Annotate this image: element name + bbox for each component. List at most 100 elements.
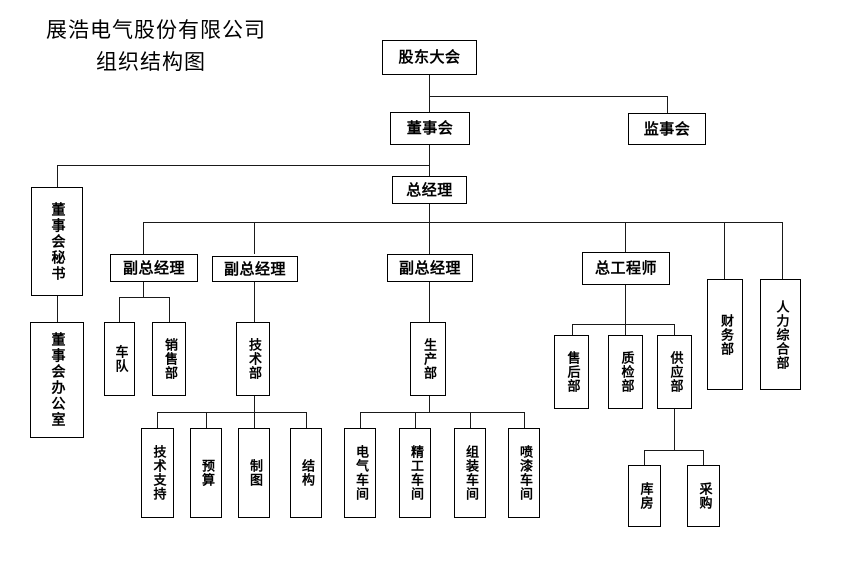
connector-bus-board-level [429, 96, 668, 98]
node-budget[interactable]: 预算 [190, 428, 222, 518]
connector-tech-dept-down [254, 396, 256, 413]
node-label: 精工车间 [408, 445, 424, 501]
connector-drop-hr-dept [782, 222, 784, 279]
node-label: 人力综合部 [773, 299, 789, 370]
connector-drop-tech-support [157, 412, 159, 428]
connector-shareholders-down [429, 75, 431, 97]
node-production-dept[interactable]: 生产部 [410, 322, 446, 396]
node-deputy-gm-3[interactable]: 副总经理 [387, 254, 473, 282]
connector-drop-deputy-gm-1 [143, 222, 145, 254]
node-purchasing[interactable]: 采购 [687, 465, 720, 527]
node-label: 技术支持 [150, 445, 166, 501]
connector-drop-quality-inspection [625, 324, 627, 335]
node-hr-general-dept[interactable]: 人力综合部 [760, 279, 801, 390]
connector-deputy1-down [143, 282, 145, 298]
connector-drop-supply-dept [674, 324, 676, 335]
node-board-of-supervisors[interactable]: 监事会 [628, 113, 706, 145]
connector-drop-precision-workshop [415, 412, 417, 428]
connector-supply-down [674, 399, 676, 428]
chart-title-line-1: 展浩电气股份有限公司 [46, 18, 266, 42]
node-label: 总经理 [406, 180, 453, 199]
node-after-sales-dept[interactable]: 售后部 [554, 335, 589, 409]
connector-production-down [429, 396, 431, 413]
node-label: 供应部 [667, 351, 683, 393]
connector-drop-deputy-gm-2 [254, 222, 256, 254]
node-label: 喷漆车间 [517, 445, 533, 501]
connector-bus-secretary-gm [57, 165, 430, 167]
connector-drop-general-manager [429, 165, 431, 176]
node-tech-dept[interactable]: 技术部 [236, 322, 270, 396]
connector-bus-chief-engineer-children [572, 324, 675, 326]
node-supply-dept[interactable]: 供应部 [657, 335, 692, 409]
node-label: 采购 [696, 482, 712, 510]
connector-drop-warehouse [644, 450, 646, 465]
node-precision-workshop[interactable]: 精工车间 [399, 428, 431, 518]
connector-drop-after-sales [572, 324, 574, 335]
connector-drop-deputy-gm-3 [429, 222, 431, 254]
connector-drop-drafting [254, 412, 256, 428]
node-drafting[interactable]: 制图 [238, 428, 270, 518]
node-assembly-workshop[interactable]: 组装车间 [454, 428, 486, 518]
connector-drop-board-of-directors [429, 96, 431, 114]
node-label: 副总经理 [223, 259, 286, 278]
node-chief-engineer[interactable]: 总工程师 [582, 252, 670, 285]
connector-drop-fleet [119, 297, 121, 322]
node-label: 电气车间 [353, 445, 369, 501]
connector-deputy2-to-tech-dept [254, 282, 256, 322]
node-deputy-gm-1[interactable]: 副总经理 [110, 254, 198, 282]
connector-drop-structure [306, 412, 308, 428]
node-label: 结构 [299, 459, 315, 487]
node-label: 监事会 [643, 119, 691, 138]
node-deputy-gm-2[interactable]: 副总经理 [212, 256, 298, 282]
node-general-manager[interactable]: 总经理 [392, 176, 467, 204]
node-label: 销售部 [162, 338, 178, 380]
node-tech-support[interactable]: 技术支持 [141, 428, 174, 518]
connector-board-down [429, 145, 431, 166]
node-quality-inspection-dept[interactable]: 质检部 [608, 335, 643, 409]
connector-chief-engineer-down [625, 285, 627, 325]
node-shareholders-meeting[interactable]: 股东大会 [382, 40, 477, 75]
connector-drop-purchasing [703, 450, 705, 465]
connector-deputy3-to-production [429, 282, 431, 322]
node-label: 副总经理 [122, 258, 185, 277]
connector-drop-board-secretary [57, 165, 59, 187]
node-board-secretary[interactable]: 董事会秘书 [31, 187, 83, 296]
connector-bus-workshops [360, 412, 525, 414]
node-label: 董事会秘书 [49, 201, 66, 282]
connector-gm-down [429, 204, 431, 223]
node-finance-dept[interactable]: 财务部 [707, 279, 743, 390]
node-label: 质检部 [618, 351, 634, 393]
node-label: 售后部 [564, 351, 580, 393]
node-board-office[interactable]: 董事会办公室 [30, 322, 84, 438]
node-label: 生产部 [421, 338, 437, 380]
node-label: 技术部 [246, 338, 262, 380]
connector-bus-management-level [143, 222, 783, 224]
node-electrical-workshop[interactable]: 电气车间 [344, 428, 376, 518]
node-label: 车队 [112, 345, 128, 373]
node-label: 董事会 [406, 119, 454, 138]
connector-drop-painting-workshop [524, 412, 526, 428]
node-label: 副总经理 [398, 258, 461, 277]
connector-drop-electrical-workshop [360, 412, 362, 428]
node-label: 总工程师 [594, 259, 657, 278]
node-label: 股东大会 [398, 48, 461, 67]
connector-secretary-to-office [57, 296, 59, 322]
connector-drop-finance-dept [724, 222, 726, 279]
node-label: 制图 [247, 459, 263, 487]
node-fleet[interactable]: 车队 [104, 322, 135, 396]
connector-drop-board-of-supervisors [667, 96, 669, 114]
node-sales-dept[interactable]: 销售部 [152, 322, 186, 396]
node-label: 财务部 [718, 313, 734, 356]
node-label: 库房 [637, 482, 653, 510]
node-label: 组装车间 [463, 445, 479, 501]
node-board-of-directors[interactable]: 董事会 [390, 112, 470, 145]
node-painting-workshop[interactable]: 喷漆车间 [508, 428, 540, 518]
node-structure[interactable]: 结构 [290, 428, 322, 518]
node-label: 董事会办公室 [49, 332, 66, 428]
node-warehouse[interactable]: 库房 [628, 465, 661, 527]
connector-drop-sales-dept [169, 297, 171, 322]
connector-drop-budget [206, 412, 208, 428]
connector-bus-tech-children [157, 412, 307, 414]
connector-supply-stem [674, 427, 676, 451]
